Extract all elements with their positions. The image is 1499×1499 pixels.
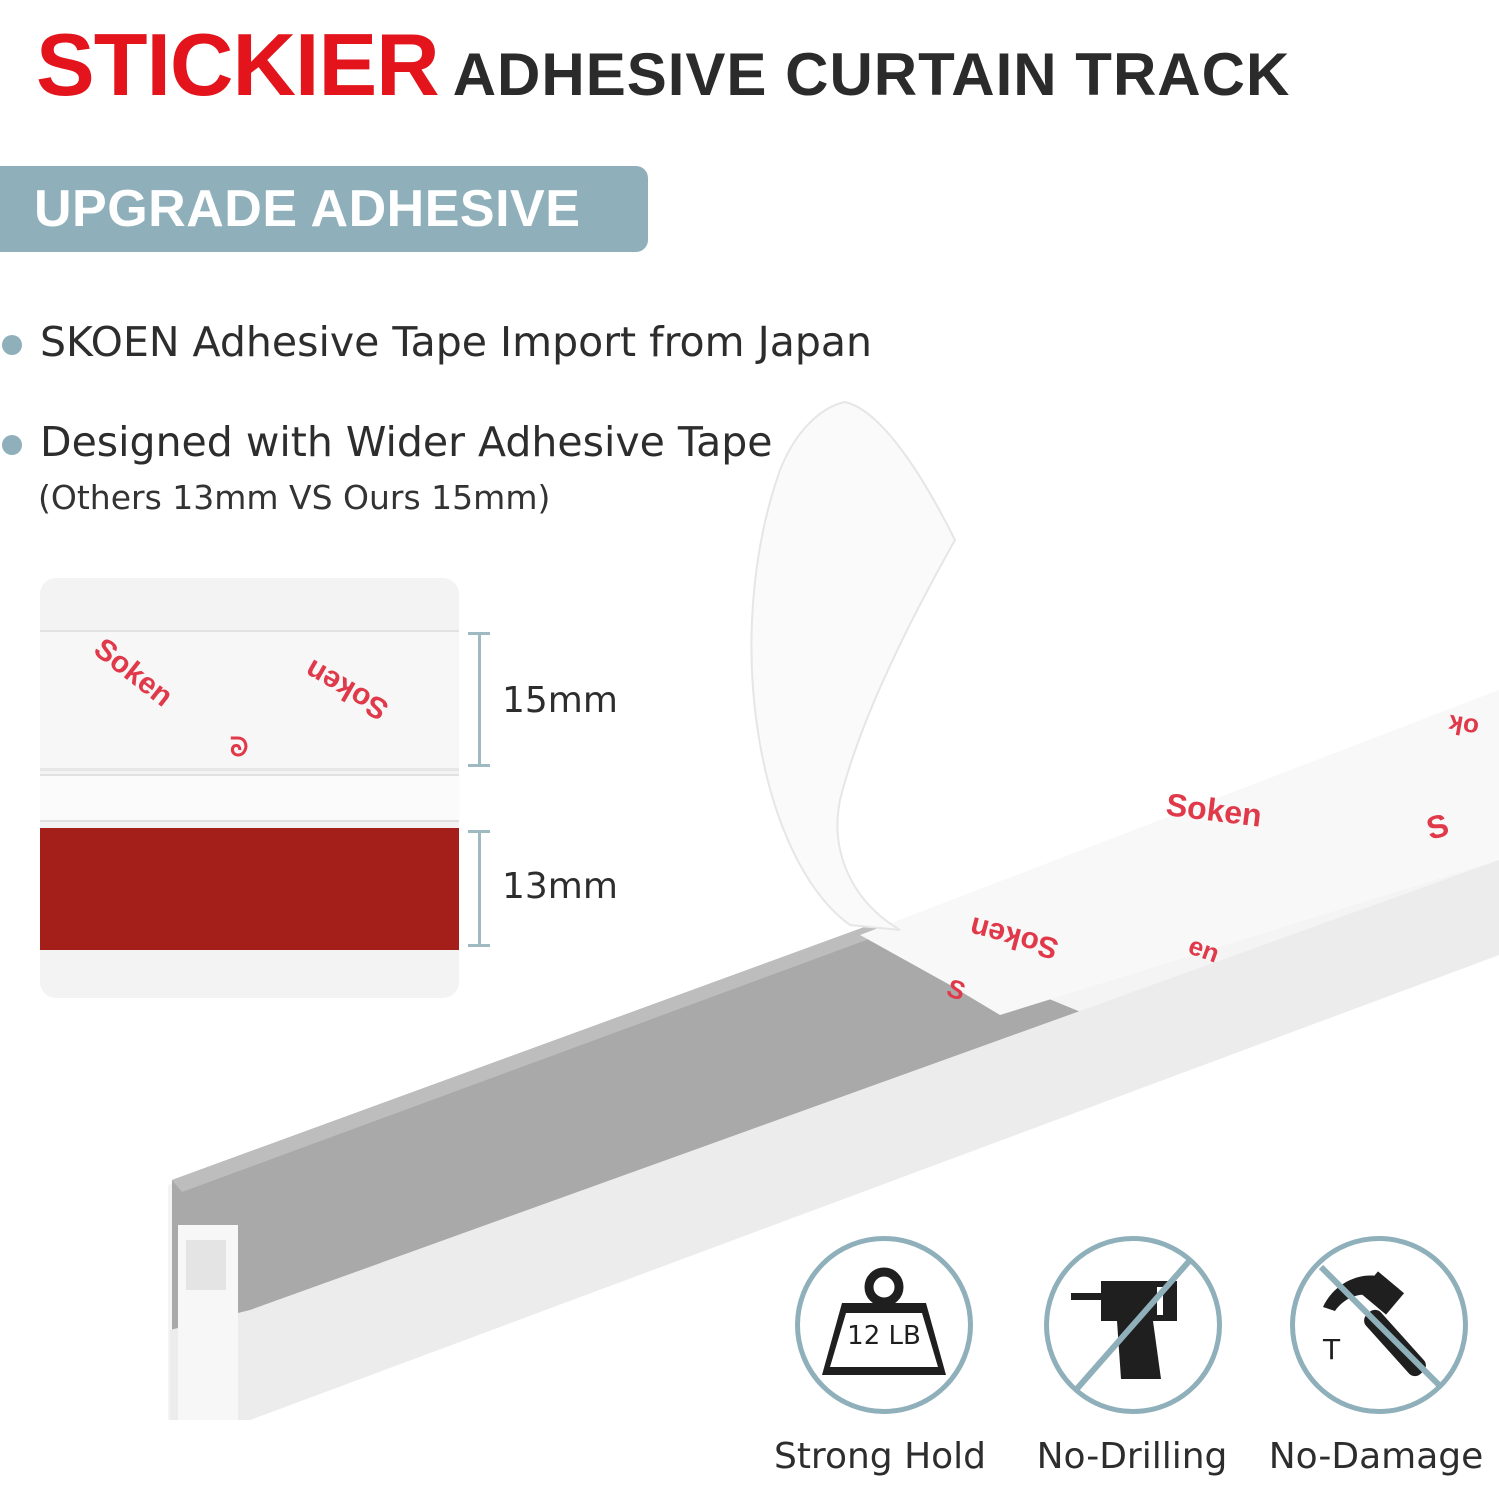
headline-rest: ADHESIVE CURTAIN TRACK (452, 41, 1291, 108)
bullet-text: SKOEN Adhesive Tape Import from Japan (40, 318, 872, 366)
bullet-dot-icon (2, 435, 22, 455)
dim-line-13mm (478, 830, 481, 946)
comparison-card: Soken Soken ᘐ (40, 578, 459, 998)
bullet-text: Designed with Wider Adhesive Tape (40, 418, 773, 466)
dim-label-13mm: 13mm (502, 866, 618, 907)
svg-text:ok: ok (1445, 709, 1481, 744)
weight-label: 12 LB (847, 1321, 921, 1351)
track-side (170, 860, 1499, 1420)
dim-line-15mm (478, 632, 481, 766)
bullet-dot-icon (2, 335, 22, 355)
feature-label-strong-hold: Strong Hold (773, 1436, 987, 1477)
weight-icon: 12 LB (795, 1236, 973, 1414)
peeled-liner (750, 400, 957, 931)
bullet-subtext: (Others 13mm VS Ours 15mm) (38, 478, 551, 517)
grey-foam-tape (172, 925, 1100, 1330)
bullet-item-import: SKOEN Adhesive Tape Import from Japan (0, 318, 872, 366)
brand-mark: Soken (87, 631, 179, 714)
upgrade-badge: UPGRADE ADHESIVE (0, 166, 648, 252)
grey-foam-edge (172, 925, 880, 1192)
brand-icon: ᘐ (230, 732, 249, 762)
feature-label-no-drilling: No-Drilling (1036, 1436, 1228, 1477)
dim-cap-bottom (468, 764, 490, 767)
narrow-tape-13mm (40, 828, 459, 950)
bullet-item-wider: Designed with Wider Adhesive Tape (0, 418, 773, 466)
svg-text:T: T (1322, 1333, 1341, 1366)
dim-cap-bottom (468, 944, 490, 947)
track-rail (40, 774, 459, 822)
liner-on-track (860, 690, 1499, 1015)
wide-tape-15mm: Soken Soken ᘐ (40, 630, 459, 771)
no-drill-icon (1044, 1236, 1222, 1414)
no-hammer-icon: T (1290, 1236, 1468, 1414)
headline-accent: STICKIER (36, 15, 440, 114)
dim-label-15mm: 15mm (502, 680, 618, 721)
brand-mark: Soken (299, 652, 395, 727)
feature-label-no-damage: No-Damage (1268, 1436, 1484, 1477)
